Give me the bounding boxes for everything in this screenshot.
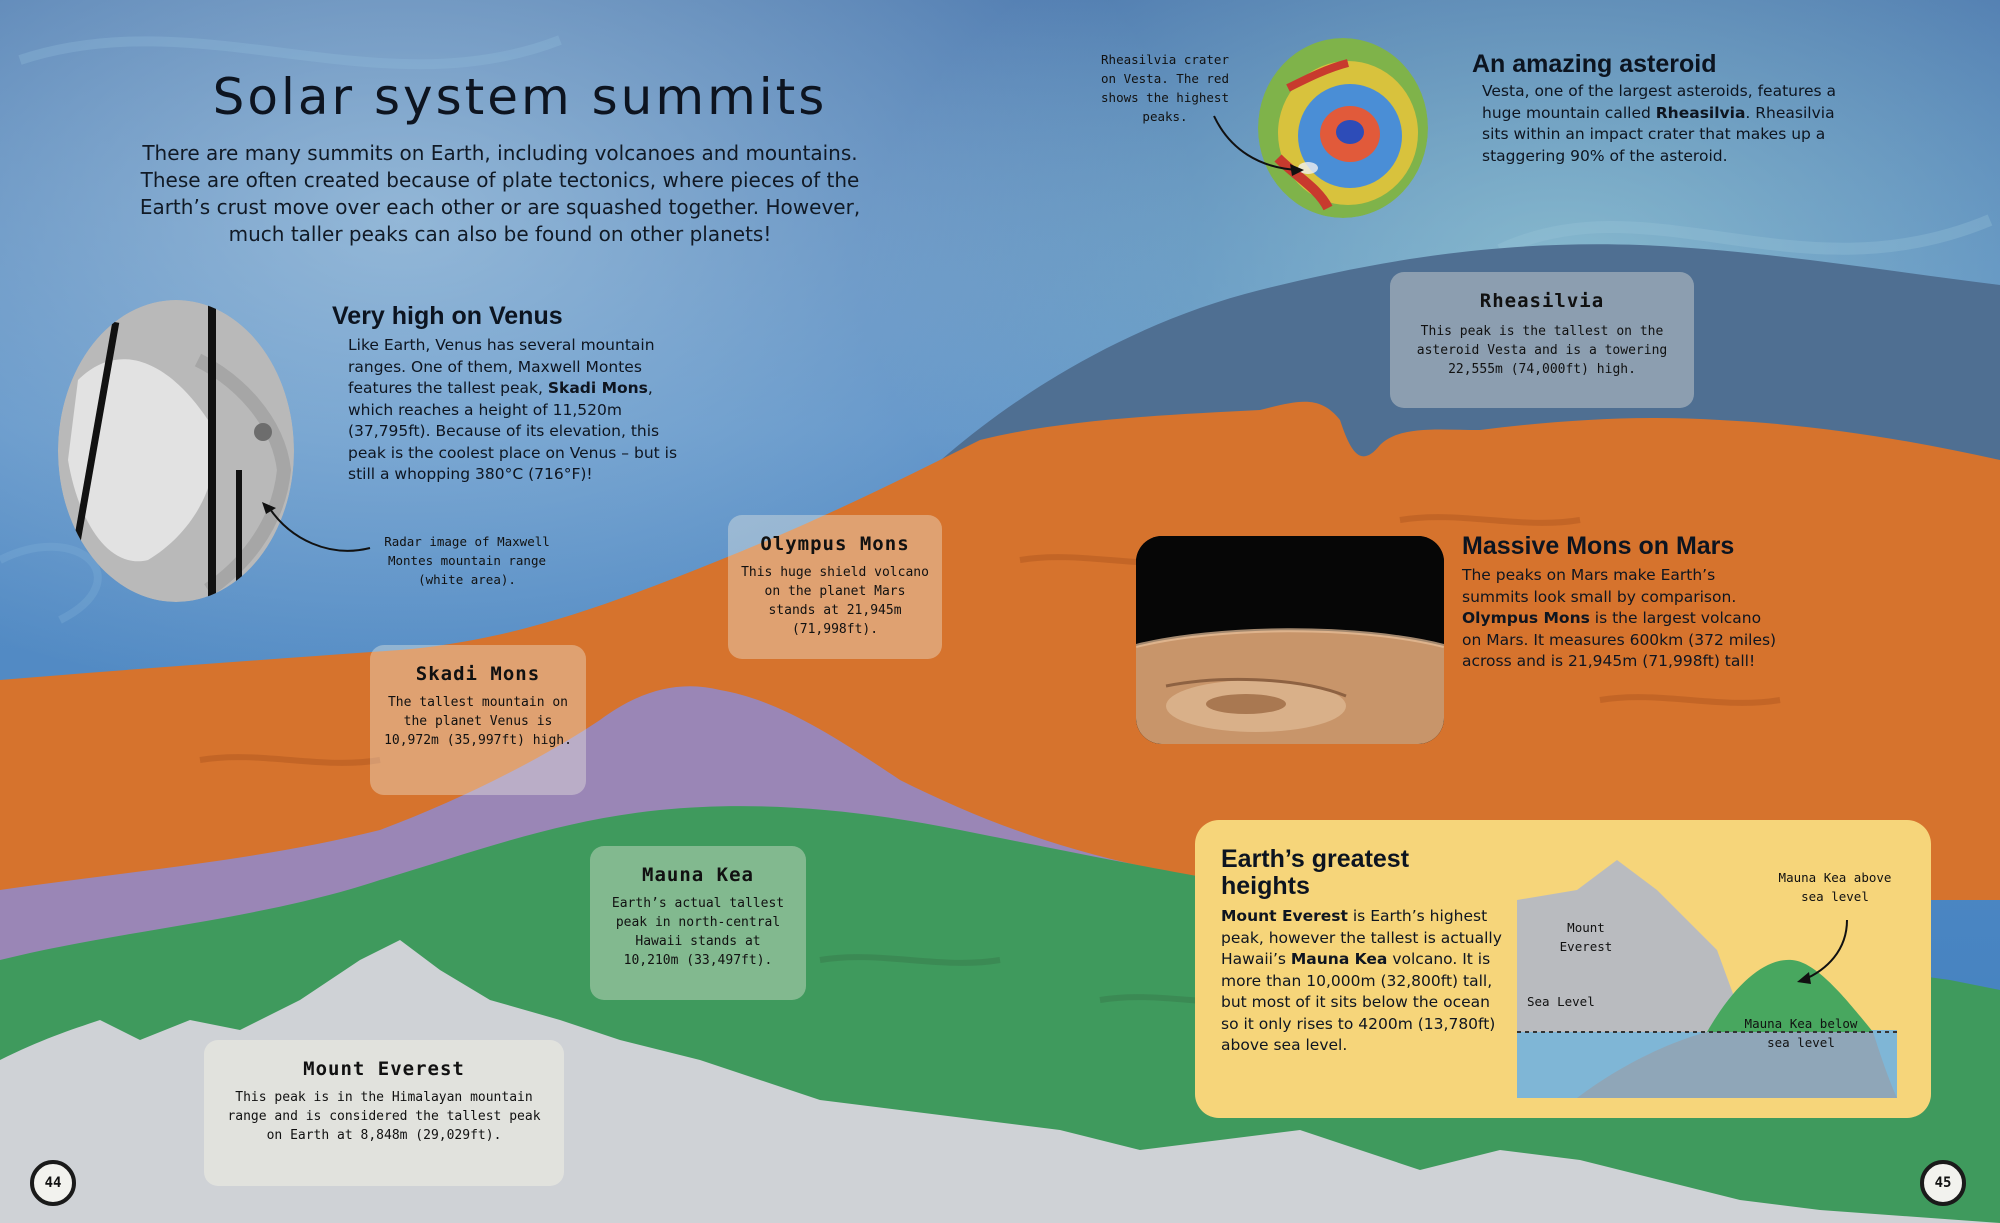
olympus-mons-card-body: This huge shield volcano on the planet M… xyxy=(741,565,929,637)
mount-everest-card: Mount Everest This peak is in the Himala… xyxy=(204,1040,564,1186)
olympus-mons-card-title: Olympus Mons xyxy=(760,533,910,555)
vesta-image xyxy=(1258,38,1428,218)
rheasilvia-card: Rheasilvia This peak is the tallest on t… xyxy=(1390,272,1694,408)
asteroid-heading: An amazing asteroid xyxy=(1472,50,1717,78)
diagram-below-label: Mauna Kea below sea level xyxy=(1744,1016,1858,1050)
mauna-kea-card: Mauna Kea Earth’s actual tallest peak in… xyxy=(590,846,806,1000)
diagram-sea-level-label: Sea Level xyxy=(1527,994,1595,1009)
vesta-caption: Rheasilvia crater on Vesta. The red show… xyxy=(1101,52,1229,124)
mauna-kea-card-body: Earth’s actual tallest peak in north-cen… xyxy=(611,896,785,968)
page-number-right: 45 xyxy=(1920,1160,1966,1206)
diagram-mauna-kea-above xyxy=(1707,959,1873,1032)
earth-heights-box: Earth’s greatest heights Mount Everest i… xyxy=(1195,820,1931,1118)
venus-caption-arrow xyxy=(262,502,371,552)
skadi-mons-card: Skadi Mons The tallest mountain on the p… xyxy=(370,645,586,795)
mars-heading: Massive Mons on Mars xyxy=(1462,532,1735,560)
earth-heading: Earth’s greatest heights xyxy=(1221,845,1410,900)
venus-heading: Very high on Venus xyxy=(332,302,563,330)
skadi-mons-card-title: Skadi Mons xyxy=(415,663,541,685)
diagram-everest-label: Mount Everest xyxy=(1559,920,1613,954)
mauna-kea-card-title: Mauna Kea xyxy=(642,864,754,886)
page-title: Solar system summits xyxy=(212,68,828,126)
vesta-caption-arrow xyxy=(1213,115,1304,176)
mount-everest-card-body: This peak is in the Himalayan mountain r… xyxy=(227,1090,541,1143)
diagram-mauna-kea-below xyxy=(1577,1032,1897,1098)
rheasilvia-card-body: This peak is the tallest on the asteroid… xyxy=(1416,324,1668,377)
mountain-diagram xyxy=(1517,860,1897,1098)
venus-caption: Radar image of Maxwell Montes mountain r… xyxy=(384,534,550,587)
mars-layer xyxy=(0,401,2000,900)
mount-everest-card-title: Mount Everest xyxy=(303,1058,465,1080)
diagram-above-label: Mauna Kea above sea level xyxy=(1778,870,1892,904)
intro-paragraph: There are many summits on Earth, includi… xyxy=(139,141,861,246)
earth-text: Mount Everest is Earth’s highest peak, h… xyxy=(1221,907,1502,1054)
diagram-arrow xyxy=(1802,919,1848,981)
venus-radar-image xyxy=(58,300,294,602)
diagram-everest xyxy=(1517,860,1747,1032)
olympus-mons-card: Olympus Mons This huge shield volcano on… xyxy=(728,515,942,659)
asteroid-text: Vesta, one of the largest asteroids, fea… xyxy=(1482,82,1837,165)
rheasilvia-card-title: Rheasilvia xyxy=(1479,290,1605,312)
page-number-left: 44 xyxy=(30,1160,76,1206)
venus-section: Very high on Venus Like Earth, Venus has… xyxy=(332,302,678,486)
asteroid-section: An amazing asteroid Vesta, one of the la… xyxy=(1472,50,1852,167)
venus-text: Like Earth, Venus has several mountain r… xyxy=(348,336,678,483)
skadi-mons-card-body: The tallest mountain on the planet Venus… xyxy=(384,695,572,748)
olympus-mons-photo xyxy=(1136,536,1444,744)
mars-text: The peaks on Mars make Earth’s summits l… xyxy=(1462,566,1777,670)
mars-section: Massive Mons on Mars The peaks on Mars m… xyxy=(1462,532,1778,673)
